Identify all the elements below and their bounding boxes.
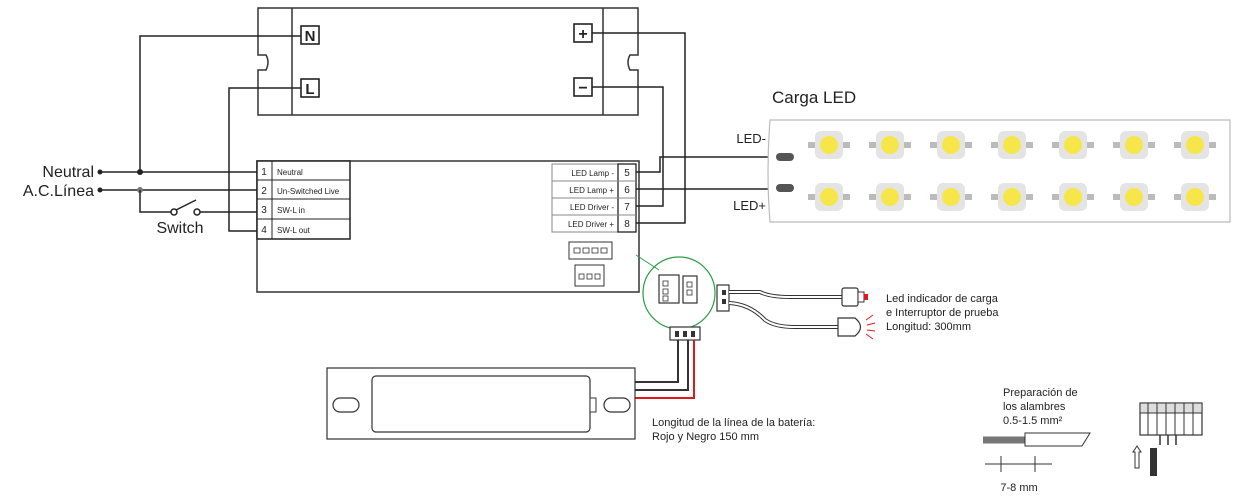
indicator-text-2: e Interruptor de prueba	[886, 307, 999, 319]
indicator-led	[837, 317, 862, 337]
insert-arrow-icon	[1132, 445, 1142, 469]
output-wiring	[592, 32, 778, 224]
line-label: A.C.Línea	[23, 183, 94, 200]
driver-plus-label: +	[578, 26, 587, 43]
led-emitter	[1113, 183, 1155, 211]
pin-1-label: Neutral	[277, 168, 303, 177]
led-emitter	[930, 183, 972, 211]
pin-8-label: LED Driver +	[568, 220, 614, 229]
neutral-label: Neutral	[42, 164, 94, 181]
led-emitter	[1174, 131, 1216, 159]
mains-wiring	[97, 35, 301, 232]
pin-4-number: 4	[261, 225, 267, 236]
strip-length: 7-8 mm	[1000, 482, 1037, 494]
led-emitter	[1052, 183, 1094, 211]
led-emitter	[991, 131, 1033, 159]
led-emitter	[869, 183, 911, 211]
pin-6-number: 6	[624, 185, 630, 196]
wire-insulation	[1024, 432, 1091, 447]
battery-text-2: Rojo y Negro 150 mm	[652, 431, 759, 443]
test-button-tip	[864, 294, 868, 300]
switch-label: Switch	[156, 220, 203, 237]
led-emitter	[808, 183, 850, 211]
led-minus-label: LED-	[736, 131, 766, 146]
indicator-text-3: Longitud: 300mm	[886, 321, 971, 333]
battery-socket	[568, 241, 613, 260]
led-emitter	[1174, 183, 1216, 211]
driver-l-label: L	[305, 81, 314, 98]
indicator-assembly: Led indicador de carga e Interruptor de …	[635, 254, 999, 340]
led-load: Carga LED LED- LED+	[733, 88, 1231, 223]
emergency-module: 1 Neutral 2 Un-Switched Live 3 SW-L in 4…	[256, 160, 640, 293]
led-rows	[808, 131, 1216, 211]
battery-text-1: Longitud de la línea de la batería:	[652, 417, 815, 429]
pin-8-number: 8	[624, 219, 630, 230]
indicator-plug	[716, 284, 730, 312]
indicator-text-1: Led indicador de carga	[886, 293, 999, 305]
wire-prep-text-3: 0.5-1.5 mm²	[1003, 415, 1063, 427]
test-button	[841, 287, 859, 307]
driver-minus-label: −	[578, 80, 587, 97]
pin-5-label: LED Lamp -	[571, 169, 614, 178]
led-plus-label: LED+	[733, 198, 766, 213]
pin-7-number: 7	[624, 202, 630, 213]
led-driver: N L + −	[257, 7, 639, 116]
pin-5-number: 5	[624, 168, 630, 179]
led-emitter	[1052, 131, 1094, 159]
driver-n-terminal	[300, 25, 320, 45]
detail-plug	[682, 275, 698, 304]
detail-socket	[658, 274, 680, 304]
led-plus-connector	[776, 184, 794, 192]
pin-7-label: LED Driver -	[570, 203, 614, 212]
wire-prep-text-2: los alambres	[1003, 401, 1066, 413]
led-load-title: Carga LED	[772, 88, 856, 107]
indicator-socket	[574, 264, 605, 287]
led-emitter	[869, 131, 911, 159]
pin-1-number: 1	[261, 167, 267, 178]
driver-n-label: N	[305, 28, 316, 45]
wire-prep-text-1: Preparación de	[1003, 387, 1078, 399]
wire-prep: Preparación de los alambres 0.5-1.5 mm² …	[983, 387, 1203, 494]
pin-4-label: SW-L out	[277, 226, 311, 235]
led-minus-connector	[776, 153, 794, 161]
led-emitter	[930, 131, 972, 159]
pin-6-label: LED Lamp +	[569, 186, 614, 195]
pin-2-number: 2	[261, 186, 267, 197]
led-emitter	[1113, 131, 1155, 159]
led-emitter	[808, 131, 850, 159]
pin-3-number: 3	[261, 205, 267, 216]
battery-assembly: Longitud de la línea de la batería: Rojo…	[326, 326, 815, 443]
screwdriver	[1150, 448, 1157, 476]
led-emitter	[991, 183, 1033, 211]
pin-3-label: SW-L in	[277, 206, 305, 215]
switch-contact-right	[193, 208, 201, 216]
battery-pack	[371, 375, 591, 433]
pin-2-label: Un-Switched Live	[277, 187, 340, 196]
switch-contact-left	[170, 208, 178, 216]
switch-lever	[175, 199, 197, 211]
terminal-block	[1139, 402, 1203, 445]
